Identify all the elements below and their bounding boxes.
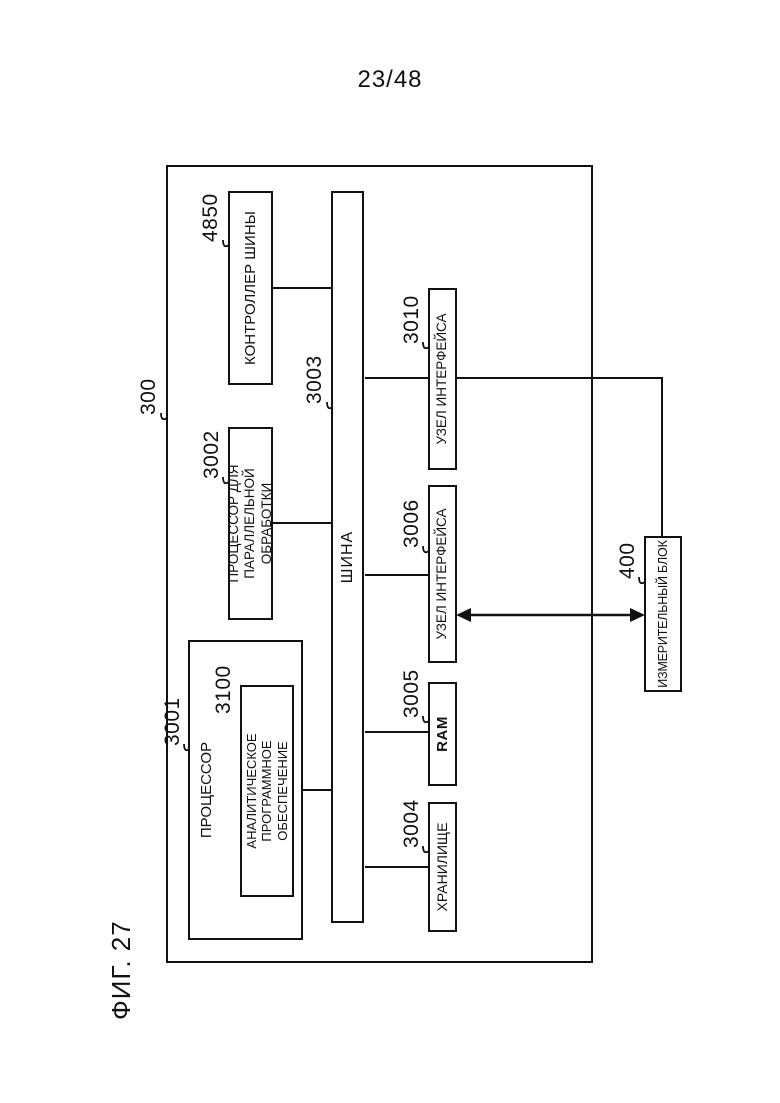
block-label: ПРОЦЕССОР (198, 741, 215, 839)
ref-label-3001: 3001 (161, 697, 184, 746)
block-label: УЗЕЛ ИНТЕРФЕЙСА (434, 508, 450, 640)
ref-label-3003: 3003 (303, 355, 326, 404)
ref-label-3004: 3004 (400, 799, 423, 848)
block-bus: ШИНА (331, 191, 364, 923)
ref-label-3002: 3002 (200, 430, 223, 479)
block-label: ХРАНИЛИЩЕ (434, 822, 451, 912)
block-ram: RAM (428, 682, 457, 786)
block-bus-controller: КОНТРОЛЛЕР ШИНЫ (228, 191, 273, 385)
block-interface-node-3010: УЗЕЛ ИНТЕРФЕЙСА (428, 288, 457, 470)
block-label-line: ПРОЦЕССОР ДЛЯ (226, 464, 242, 583)
block-interface-node-3006: УЗЕЛ ИНТЕРФЕЙСА (428, 485, 457, 663)
block-label: ШИНА (338, 530, 356, 584)
wire-3010-400 (457, 377, 663, 536)
block-storage: ХРАНИЛИЩЕ (428, 802, 457, 932)
block-label-line: ПАРАЛЛЕЛЬНОЙ ОБРАБОТКИ (242, 468, 274, 579)
arrowhead-to-400 (630, 608, 645, 622)
arrowhead-to-3006 (456, 608, 471, 622)
ref-label-4850: 4850 (199, 193, 222, 242)
ref-label-3100: 3100 (212, 665, 235, 714)
ref-label-300: 300 (137, 378, 160, 415)
block-parallel-processor: ПРОЦЕССОР ДЛЯ ПАРАЛЛЕЛЬНОЙ ОБРАБОТКИ (226, 427, 274, 620)
leader-300 (160, 412, 168, 421)
block-label-line: АНАЛИТИЧЕСКОЕ ПРОГРАММНОЕ (243, 733, 275, 849)
figure-label: ФИГ. 27 (106, 920, 136, 1020)
ref-label-3006: 3006 (400, 499, 423, 548)
block-label: RAM (433, 716, 451, 752)
block-measuring-unit: ИЗМЕРИТЕЛЬНЫЙ БЛОК (644, 536, 682, 692)
ref-label-3005: 3005 (400, 669, 423, 718)
block-analytic-software: АНАЛИТИЧЕСКОЕ ПРОГРАММНОЕ ОБЕСПЕЧЕНИЕ (240, 685, 294, 897)
block-label: УЗЕЛ ИНТЕРФЕЙСА (434, 313, 450, 445)
block-label-line: ОБЕСПЕЧЕНИЕ (274, 741, 290, 841)
ref-label-3010: 3010 (400, 295, 423, 344)
block-label: ИЗМЕРИТЕЛЬНЫЙ БЛОК (655, 540, 670, 688)
page-number: 23/48 (357, 66, 423, 93)
ref-label-400: 400 (616, 542, 639, 579)
block-label: КОНТРОЛЛЕР ШИНЫ (241, 211, 259, 365)
